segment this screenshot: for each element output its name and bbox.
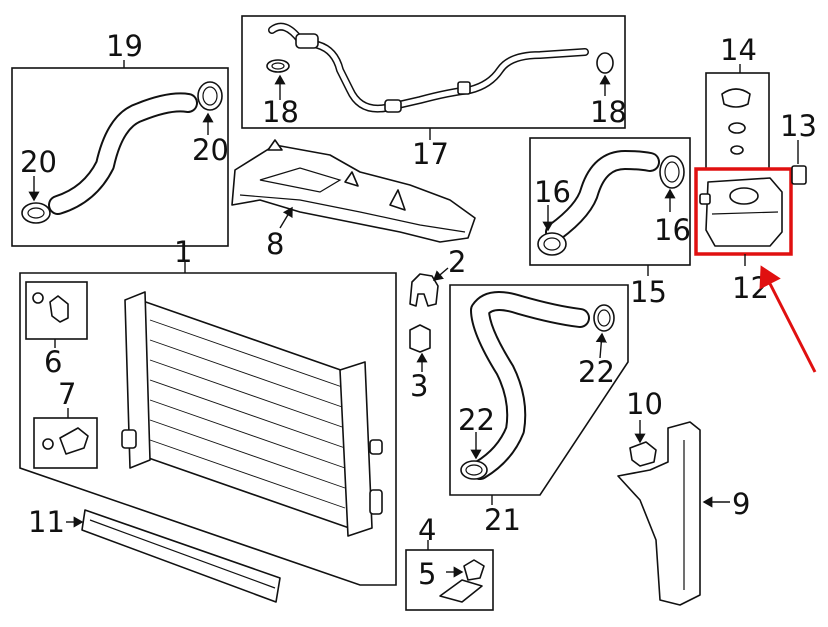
push-pin-10: 10 (626, 387, 663, 467)
vent-hose-group-17: 18 18 17 (241, 15, 627, 171)
lower-hose-group-21: 22 22 21 (449, 284, 629, 537)
callout-18-left: 18 (262, 95, 299, 129)
callout-20-right: 20 (192, 133, 229, 167)
hose-group-19: 19 20 20 (11, 29, 229, 247)
lower-seal-11: 11 (28, 505, 281, 603)
callout-15: 15 (630, 275, 667, 309)
callout-16-right: 16 (654, 213, 691, 247)
drain-valve-7: 7 (33, 377, 98, 469)
callout-21: 21 (484, 503, 521, 537)
vent-clip-2 (457, 81, 471, 95)
box-6 (25, 281, 88, 340)
cap-group-14: 14 (705, 33, 770, 170)
radiator-core (139, 299, 356, 531)
insulator-3: 3 (409, 324, 431, 403)
clamp-22-lower (460, 460, 488, 480)
callout-18-right: 18 (590, 95, 627, 129)
radiator-left-tank (124, 291, 151, 469)
callout-17: 17 (412, 137, 449, 171)
callout-9: 9 (732, 487, 750, 521)
box-21 (449, 284, 629, 496)
sensor-13: 13 (780, 109, 817, 185)
callout-7: 7 (58, 377, 76, 411)
callout-16-left: 16 (534, 175, 571, 209)
callout-20-left: 20 (20, 145, 57, 179)
box-4 (405, 549, 494, 611)
callout-3: 3 (410, 369, 428, 403)
callout-2: 2 (448, 245, 466, 279)
vent-clip (384, 99, 402, 113)
callout-19: 19 (106, 29, 143, 63)
callout-8: 8 (266, 227, 284, 261)
callout-1: 1 (174, 235, 192, 269)
callout-14: 14 (720, 33, 757, 67)
callout-13: 13 (780, 109, 817, 143)
air-baffle-8: 8 (231, 139, 476, 261)
vent-connector (295, 33, 319, 49)
clamp-16-right (659, 155, 685, 189)
bracket-group-4: 4 5 (405, 513, 494, 611)
bracket-2: 2 (409, 245, 466, 307)
box-1 (19, 272, 397, 586)
clamp-18-right (596, 52, 614, 74)
radiator-right-tank (339, 361, 373, 537)
box-19 (11, 67, 229, 247)
radiator-group-1: 1 (19, 235, 397, 586)
side-deflector-9: 9 (617, 421, 750, 606)
box-7 (33, 417, 98, 469)
callout-22-upper: 22 (578, 355, 615, 389)
clamp-20-lower (21, 202, 51, 224)
callout-10: 10 (626, 387, 663, 421)
callout-11: 11 (28, 505, 65, 539)
box-15 (529, 137, 691, 266)
highlight-box-12 (694, 167, 793, 256)
coolant-reservoir-12: 12 (694, 167, 817, 373)
callout-4: 4 (418, 513, 436, 547)
clamp-16-left (537, 232, 567, 256)
callout-6: 6 (44, 345, 62, 379)
drain-plug-6: 6 (25, 281, 88, 379)
clamp-20 (197, 81, 223, 111)
callout-22-lower: 22 (458, 403, 495, 437)
callout-5: 5 (418, 557, 436, 591)
callout-12: 12 (732, 271, 769, 305)
clamp-18-left (266, 59, 290, 73)
highlight-arrow (759, 265, 817, 373)
box-17 (241, 15, 626, 129)
reservoir-hose-group-15: 16 16 15 (529, 137, 691, 309)
clamp-22-upper (593, 304, 615, 332)
